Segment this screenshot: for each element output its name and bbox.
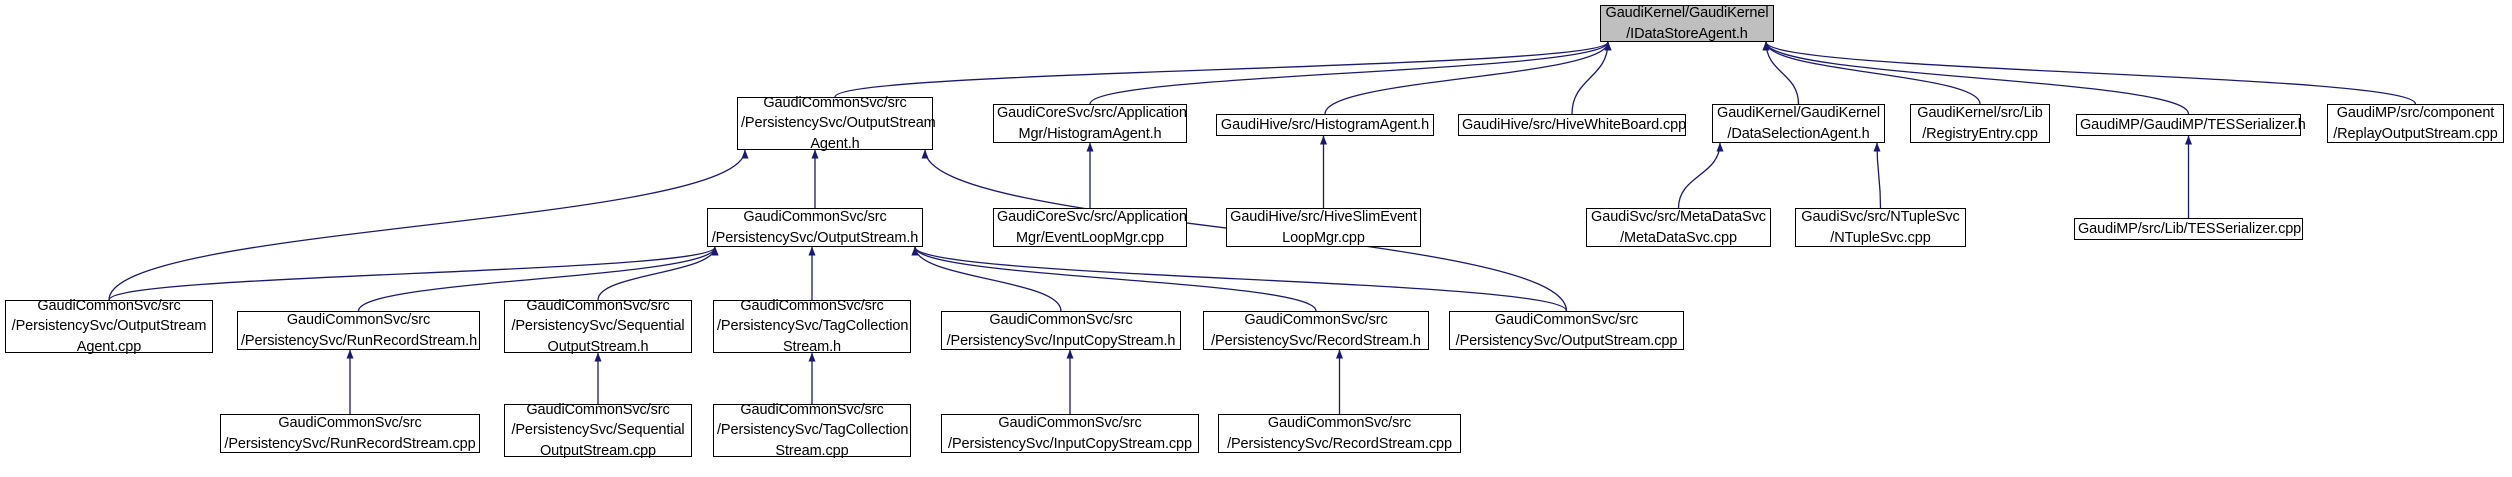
- node-label: GaudiCommonSvc/src /PersistencySvc/TagCo…: [717, 401, 909, 459]
- node-label: GaudiCommonSvc/src /PersistencySvc/RunRe…: [224, 414, 476, 452]
- node-label: GaudiCommonSvc/src /PersistencySvc/Input…: [946, 311, 1176, 349]
- edge-n15-to-n9: [108, 246, 719, 301]
- node-registryentry-cpp[interactable]: GaudiKernel/src/Lib /RegistryEntry.cpp: [1910, 104, 2050, 143]
- node-tagcollectionstream-h[interactable]: GaudiCommonSvc/src /PersistencySvc/TagCo…: [713, 298, 911, 355]
- edge-n8-to-n0: [1762, 41, 2417, 105]
- edge-n19-to-n9: [911, 246, 1062, 312]
- node-label: GaudiCommonSvc/src /PersistencySvc/Input…: [948, 414, 1192, 452]
- node-label: GaudiKernel/GaudiKernel /IDataStoreAgent…: [1605, 4, 1769, 42]
- node-eventloopmgr-cpp[interactable]: GaudiCoreSvc/src/Application Mgr/EventLo…: [993, 208, 1187, 247]
- node-label: GaudiCoreSvc/src/Application Mgr/Histogr…: [997, 104, 1187, 142]
- node-outputstream-h[interactable]: GaudiCommonSvc/src /PersistencySvc/Outpu…: [707, 208, 923, 247]
- node-dataselectionagent-h[interactable]: GaudiKernel/GaudiKernel /DataSelectionAg…: [1712, 104, 1885, 143]
- node-outputstream-cpp[interactable]: GaudiCommonSvc/src /PersistencySvc/Outpu…: [1449, 311, 1684, 350]
- node-label: GaudiCommonSvc/src /PersistencySvc/RunRe…: [241, 311, 478, 349]
- node-label: GaudiCommonSvc/src /PersistencySvc/Outpu…: [711, 208, 919, 246]
- node-label: GaudiCommonSvc/src /PersistencySvc/Outpu…: [741, 94, 936, 152]
- edge-n13-to-n5: [1873, 142, 1882, 209]
- edge-n5-to-n0: [1762, 41, 1800, 105]
- node-recordstream-cpp[interactable]: GaudiCommonSvc/src /PersistencySvc/Recor…: [1218, 414, 1461, 453]
- node-label: GaudiMP/src/Lib/TESSerializer.cpp: [2078, 220, 2302, 237]
- node-runrecordstream-cpp[interactable]: GaudiCommonSvc/src /PersistencySvc/RunRe…: [220, 414, 480, 453]
- node-histogramagent-h-hive[interactable]: GaudiHive/src/HistogramAgent.h: [1216, 114, 1434, 136]
- node-hivewhiteboard-cpp[interactable]: GaudiHive/src/HiveWhiteBoard.cpp: [1458, 114, 1686, 136]
- node-label: GaudiSvc/src/NTupleSvc /NTupleSvc.cpp: [1801, 208, 1960, 246]
- node-sequentialoutputstream-h[interactable]: GaudiCommonSvc/src /PersistencySvc/Seque…: [504, 298, 692, 355]
- node-runrecordstream-h[interactable]: GaudiCommonSvc/src /PersistencySvc/RunRe…: [237, 311, 480, 350]
- node-label: GaudiMP/src/component /ReplayOutputStrea…: [2333, 104, 2498, 142]
- node-tesserializer-h[interactable]: GaudiMP/GaudiMP/TESSerializer.h: [2076, 114, 2306, 136]
- edge-n6-to-n0: [1762, 41, 1981, 105]
- node-label: GaudiCommonSvc/src /PersistencySvc/Outpu…: [1455, 311, 1678, 349]
- node-label: GaudiCommonSvc/src /PersistencySvc/Outpu…: [11, 297, 207, 355]
- node-sequentialoutputstream-cpp[interactable]: GaudiCommonSvc/src /PersistencySvc/Seque…: [504, 402, 692, 459]
- node-label: GaudiHive/src/HiveSlimEvent LoopMgr.cpp: [1230, 208, 1417, 246]
- node-label: GaudiKernel/src/Lib /RegistryEntry.cpp: [1917, 104, 2043, 142]
- node-label: GaudiHive/src/HiveWhiteBoard.cpp: [1462, 116, 1687, 133]
- node-label: GaudiHive/src/HistogramAgent.h: [1220, 116, 1430, 133]
- edge-n2-to-n0: [1089, 41, 1612, 105]
- node-outputstreamagent-cpp[interactable]: GaudiCommonSvc/src /PersistencySvc/Outpu…: [5, 298, 213, 355]
- node-recordstream-h[interactable]: GaudiCommonSvc/src /PersistencySvc/Recor…: [1203, 311, 1429, 350]
- edge-n4-to-n0: [1571, 41, 1612, 115]
- node-label: GaudiCommonSvc/src /PersistencySvc/Recor…: [1211, 311, 1421, 349]
- node-histogramagent-h-coresvc[interactable]: GaudiCoreSvc/src/Application Mgr/Histogr…: [993, 104, 1187, 143]
- node-metadatasvc-cpp[interactable]: GaudiSvc/src/MetaDataSvc /MetaDataSvc.cp…: [1586, 208, 1771, 247]
- edge-n15-to-n1: [108, 149, 749, 301]
- node-label: GaudiCommonSvc/src /PersistencySvc/Seque…: [511, 401, 685, 459]
- node-inputcopystream-h[interactable]: GaudiCommonSvc/src /PersistencySvc/Input…: [941, 311, 1181, 350]
- edge-n1-to-n0: [834, 41, 1612, 98]
- node-label: GaudiCommonSvc/src /PersistencySvc/Seque…: [511, 297, 685, 355]
- edge-n17-to-n9: [597, 246, 719, 301]
- node-inputcopystream-cpp[interactable]: GaudiCommonSvc/src /PersistencySvc/Input…: [941, 414, 1199, 453]
- node-idatastoreagent-h: GaudiKernel/GaudiKernel /IDataStoreAgent…: [1600, 5, 1774, 42]
- node-ntuplesvc-cpp[interactable]: GaudiSvc/src/NTupleSvc /NTupleSvc.cpp: [1795, 208, 1966, 247]
- node-label: GaudiCommonSvc/src /PersistencySvc/TagCo…: [717, 297, 909, 355]
- node-replayoutputstream-cpp[interactable]: GaudiMP/src/component /ReplayOutputStrea…: [2327, 104, 2504, 143]
- node-label: GaudiSvc/src/MetaDataSvc /MetaDataSvc.cp…: [1591, 208, 1766, 246]
- edge-n3-to-n0: [1324, 41, 1612, 115]
- edge-n12-to-n5: [1677, 142, 1724, 209]
- node-label: GaudiCoreSvc/src/Application Mgr/EventLo…: [997, 208, 1187, 246]
- node-tagcollectionstream-cpp[interactable]: GaudiCommonSvc/src /PersistencySvc/TagCo…: [713, 402, 911, 459]
- node-label: GaudiCommonSvc/src /PersistencySvc/Recor…: [1227, 414, 1452, 452]
- node-label: GaudiKernel/GaudiKernel /DataSelectionAg…: [1717, 104, 1880, 142]
- node-hiveslimeventloopmgr-cpp[interactable]: GaudiHive/src/HiveSlimEvent LoopMgr.cpp: [1226, 208, 1421, 247]
- edge-n21-to-n9: [911, 246, 1568, 312]
- node-label: GaudiMP/GaudiMP/TESSerializer.h: [2080, 116, 2306, 133]
- node-outputstreamagent-h[interactable]: GaudiCommonSvc/src /PersistencySvc/Outpu…: [737, 95, 936, 152]
- edge-n20-to-n9: [911, 246, 1317, 312]
- node-tesserializer-cpp[interactable]: GaudiMP/src/Lib/TESSerializer.cpp: [2074, 218, 2303, 240]
